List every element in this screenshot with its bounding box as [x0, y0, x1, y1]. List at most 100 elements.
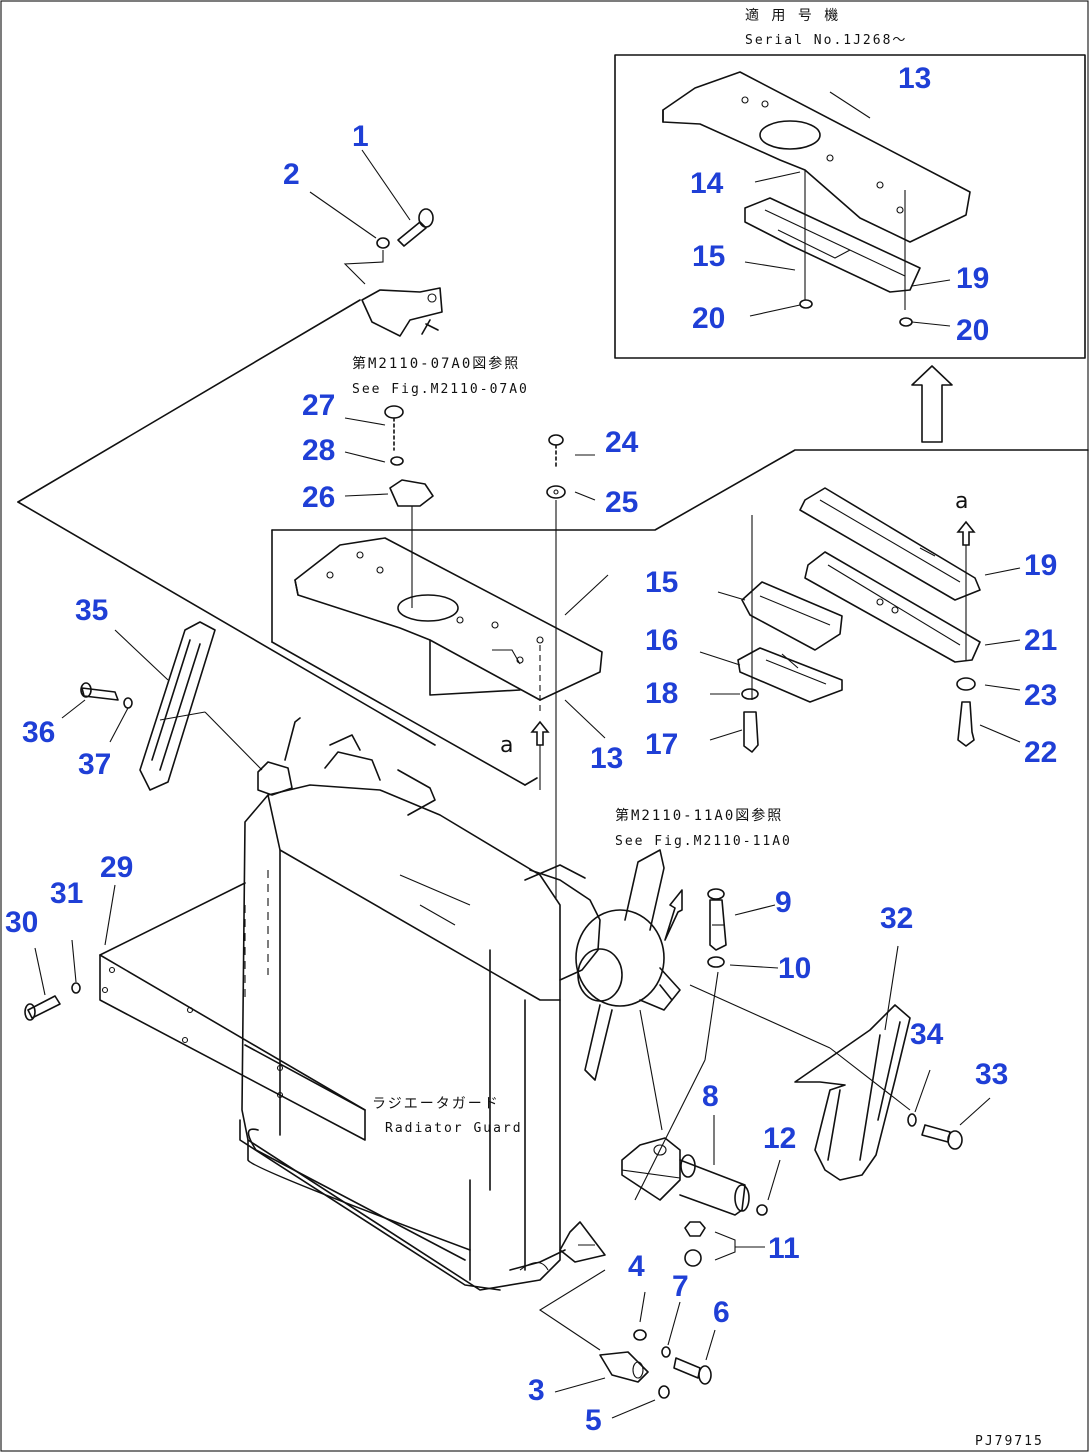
callout-28: 28 — [302, 434, 335, 467]
nut-11a — [684, 1221, 706, 1237]
washer-7 — [661, 1346, 671, 1358]
washer-12 — [756, 1204, 768, 1216]
bolt-6 — [673, 1357, 701, 1379]
callout-32: 32 — [880, 902, 913, 935]
lower-link — [559, 1221, 606, 1263]
ref2-en: See Fig.M2110-11A0 — [615, 834, 792, 849]
ref1-en: See Fig.M2110-07A0 — [352, 382, 529, 397]
inset-callout-19: 19 — [956, 262, 989, 295]
inset-callout-15: 15 — [692, 240, 725, 273]
inset-washer-left — [799, 299, 813, 309]
bolt-24-head — [548, 434, 564, 446]
callout-34: 34 — [910, 1018, 944, 1051]
callout-10: 10 — [778, 952, 811, 985]
inset-title-jp: 適 用 号 機 — [745, 7, 840, 24]
callout-37: 37 — [78, 748, 111, 781]
gasket-15 — [741, 581, 843, 651]
bolt-36 — [81, 687, 119, 701]
callout-5: 5 — [585, 1404, 602, 1437]
cap-26 — [389, 479, 434, 507]
bolt-27-head — [384, 405, 404, 419]
gasket-21 — [804, 551, 981, 663]
top-cover-plate — [294, 537, 603, 701]
callout-13: 13 — [590, 742, 623, 775]
inset-callout-13: 13 — [898, 62, 931, 95]
callout-30: 30 — [5, 906, 38, 939]
washer-4 — [633, 1329, 647, 1341]
component-label-en: Radiator Guard — [385, 1121, 523, 1136]
washer-18 — [741, 688, 759, 700]
shaft-8 — [679, 1159, 746, 1216]
callout-1: 1 — [352, 120, 369, 153]
callout-26: 26 — [302, 481, 335, 514]
inset-frame — [614, 54, 1086, 359]
inset-gasket — [744, 197, 921, 293]
callout-18: 18 — [645, 677, 678, 710]
callout-19: 19 — [1024, 549, 1057, 582]
bolt-1 — [397, 208, 434, 247]
bolt-30 — [27, 995, 61, 1019]
callout-16: 16 — [645, 624, 678, 657]
callout-33: 33 — [975, 1058, 1008, 1091]
washer-37 — [123, 697, 133, 709]
washer-10 — [707, 956, 725, 968]
inset-callout-20-left: 20 — [692, 302, 725, 335]
radiator-guard-29 — [99, 882, 366, 1141]
radiator-body — [239, 717, 601, 1291]
callout-7: 7 — [672, 1270, 689, 1303]
callout-6: 6 — [713, 1296, 730, 1329]
bolt-33 — [921, 1124, 951, 1143]
component-label-jp: ラジエータガード — [372, 1096, 500, 1112]
inset-washer-right — [899, 317, 913, 327]
bolt-17 — [743, 711, 759, 753]
callout-27: 27 — [302, 389, 335, 422]
side-guard-32 — [794, 1004, 911, 1181]
pin-3 — [599, 1351, 649, 1383]
ref2-jp: 第M2110-11A0図参照 — [615, 807, 783, 824]
gasket-19 — [799, 487, 981, 601]
callout-29: 29 — [100, 851, 133, 884]
view-marker-a-right: a — [955, 489, 968, 514]
fan-assembly — [575, 849, 681, 1081]
callout-31: 31 — [50, 877, 83, 910]
callout-25: 25 — [605, 486, 638, 519]
inset-callout-20-right: 20 — [956, 314, 989, 347]
washer-23 — [956, 677, 976, 691]
frame-line-upper — [17, 299, 361, 503]
side-guard-35 — [139, 621, 216, 791]
washer-25 — [546, 485, 566, 499]
washer-28 — [390, 456, 404, 466]
inset-title-en: Serial No.1J268～ — [745, 33, 907, 48]
callout-35: 35 — [75, 594, 108, 627]
callout-4: 4 — [628, 1250, 645, 1283]
washer-31 — [71, 982, 81, 994]
upper-bracket — [361, 287, 443, 337]
washer-2 — [376, 237, 390, 249]
inset-cover-plate — [662, 71, 971, 243]
nut-11b — [684, 1249, 702, 1267]
inset-callout-14: 14 — [690, 167, 724, 200]
callout-23: 23 — [1024, 679, 1057, 712]
bolt-9 — [709, 899, 727, 951]
view-arrow-up — [911, 365, 953, 443]
callout-36: 36 — [22, 716, 55, 749]
callout-17: 17 — [645, 728, 678, 761]
inset-cover-hole — [759, 120, 821, 150]
nut-5 — [658, 1385, 670, 1399]
frame-line-top — [271, 449, 1089, 531]
callout-8: 8 — [702, 1080, 719, 1113]
drawing-code: PJ79715 — [975, 1434, 1044, 1449]
gasket-16 — [737, 647, 843, 703]
ref2-pointer — [664, 889, 683, 941]
callout-21: 21 — [1024, 624, 1057, 657]
callout-12: 12 — [763, 1122, 796, 1155]
arrow-a-left — [530, 720, 550, 746]
arrow-a-right — [956, 520, 976, 546]
lower-bracket — [621, 1137, 681, 1201]
callout-24: 24 — [605, 426, 639, 459]
callout-2: 2 — [283, 158, 300, 191]
washer-34 — [907, 1113, 917, 1127]
